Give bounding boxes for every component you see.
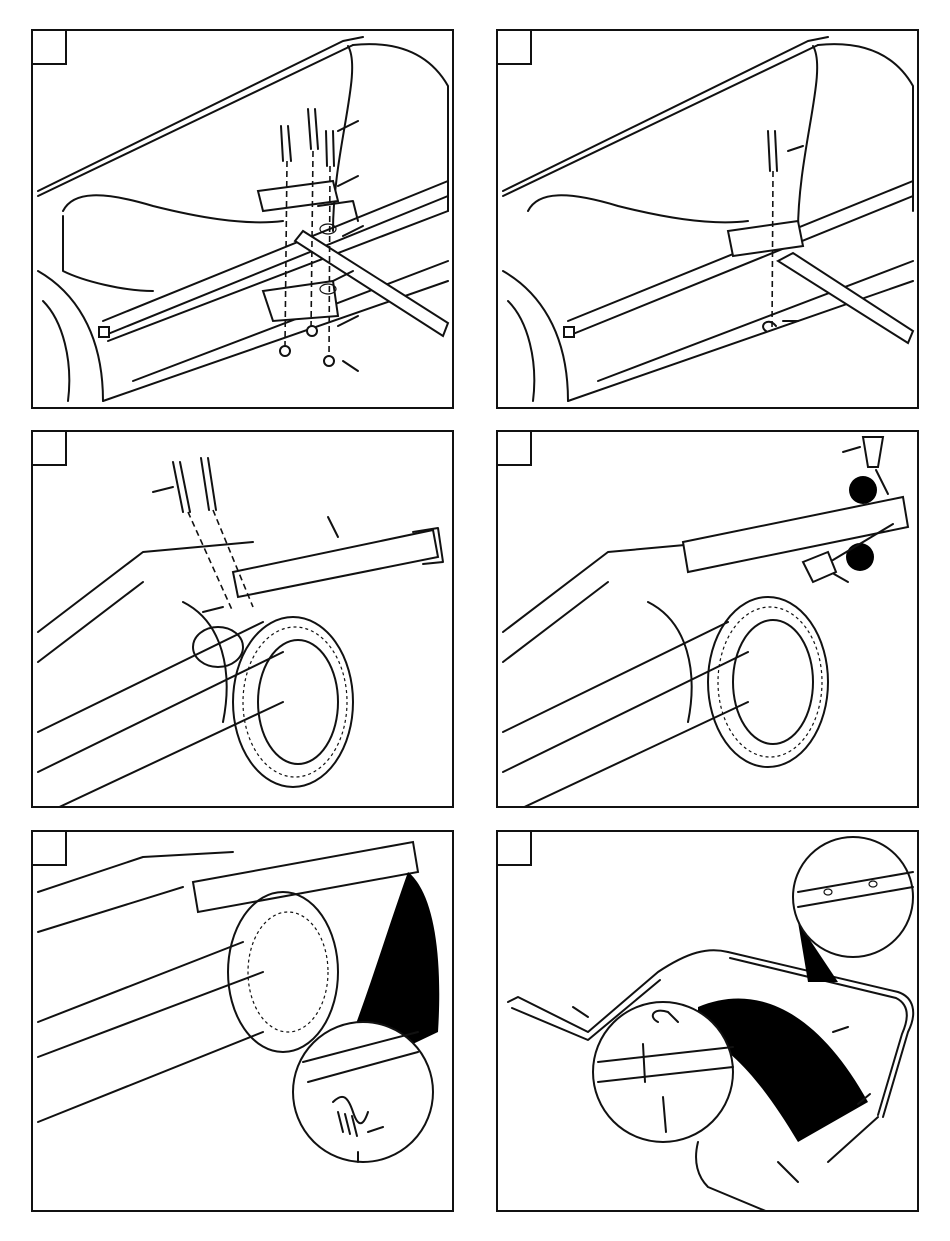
hitch-clip-illustration xyxy=(498,432,919,808)
tow-bar-wheel-illustration xyxy=(33,432,454,808)
step-number-box xyxy=(498,832,532,866)
assembly-panel-1 xyxy=(31,29,454,409)
step-number-box xyxy=(498,31,532,65)
hopper-bracket-illustration xyxy=(33,31,454,409)
step-number-box xyxy=(33,31,67,65)
assembly-panel-4 xyxy=(496,430,919,808)
handle-frame-illustration xyxy=(498,832,919,1212)
assembly-panel-5 xyxy=(31,830,454,1212)
assembly-panel-6 xyxy=(496,830,919,1212)
hitch-pin-illustration xyxy=(498,31,919,409)
step-number-box xyxy=(498,432,532,466)
spring-detail-illustration xyxy=(33,832,454,1212)
assembly-panel-3 xyxy=(31,430,454,808)
assembly-panel-2 xyxy=(496,29,919,409)
step-number-box xyxy=(33,832,67,866)
step-number-box xyxy=(33,432,67,466)
